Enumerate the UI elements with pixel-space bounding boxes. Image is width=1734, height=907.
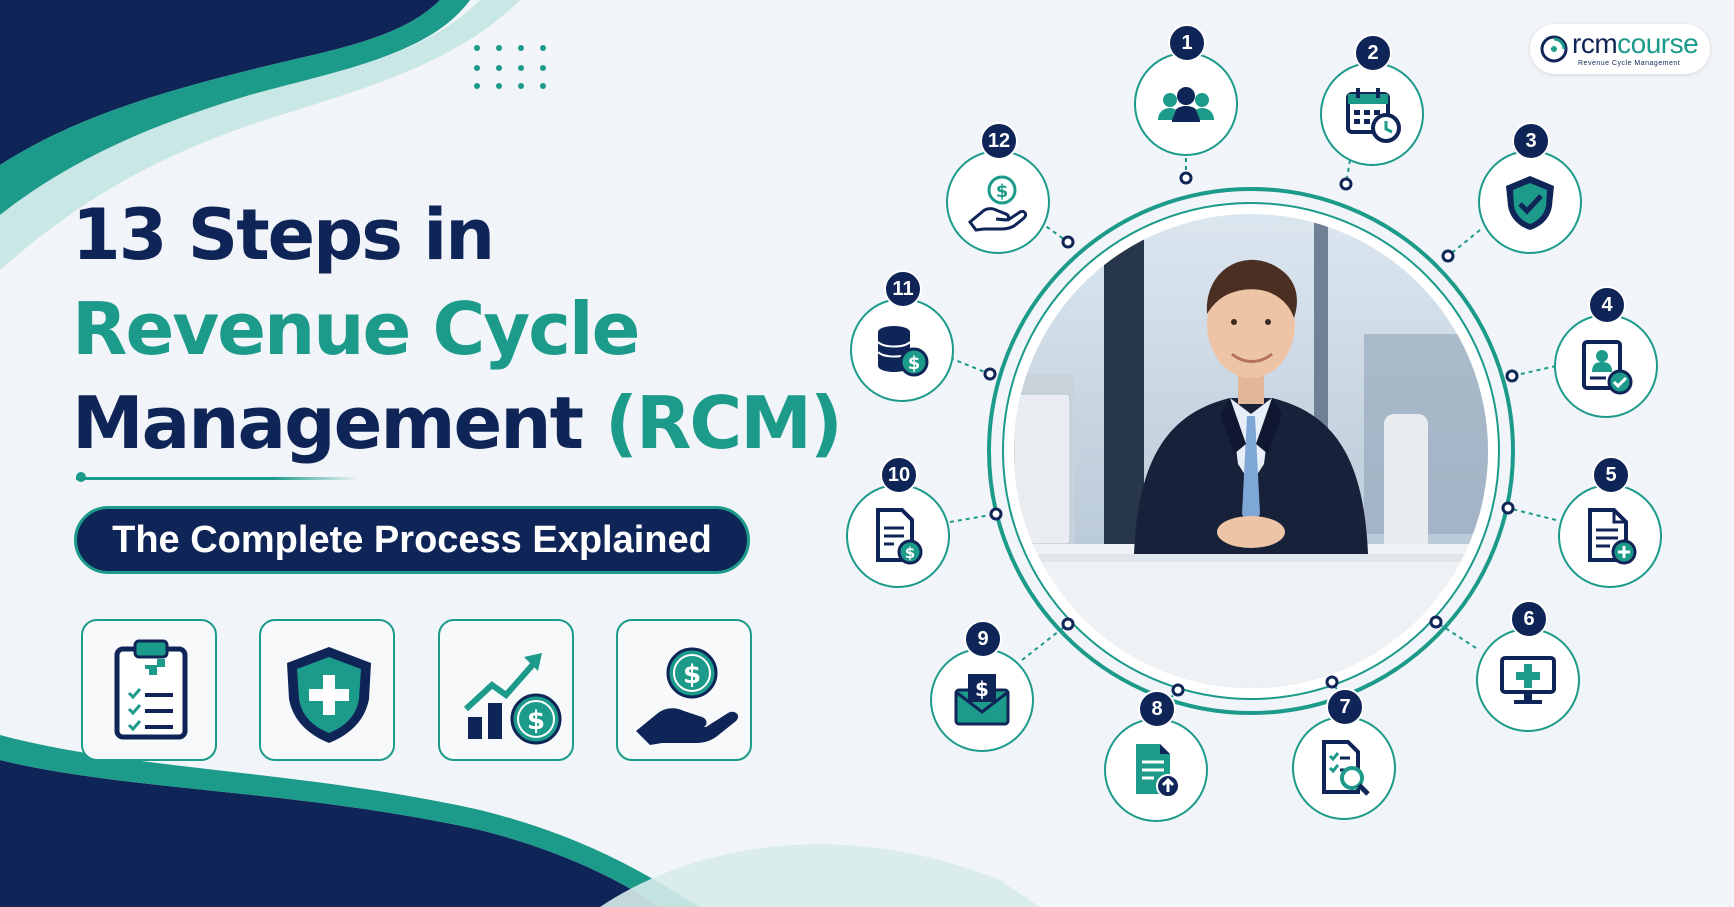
rcmcourse-logo[interactable]: rcmcourse Revenue Cycle Management [1530,24,1710,74]
title-line-3-accent: (RCM) [605,381,843,465]
document-dollar-icon: $ [876,508,923,565]
step-node-2[interactable]: 2 [1320,34,1424,166]
step-node-9[interactable]: $ 9 [930,620,1034,752]
step-node-10[interactable]: $ 10 [846,456,950,588]
title-underline-dot [76,472,86,482]
svg-text:$: $ [996,181,1009,202]
growth-chart-dollar-icon: $ [463,653,562,745]
svg-text:$: $ [975,677,989,701]
people-group-icon [1158,87,1214,122]
step-badge-9: 9 [964,620,1002,658]
calendar-clock-icon [1346,88,1401,143]
logo-mark-icon [1540,35,1568,63]
shield-plus-icon [287,647,371,743]
title-underline [76,477,358,480]
step-badge-10: 10 [880,456,918,494]
title-line-2: Revenue Cycle [72,287,640,371]
svg-text:$: $ [905,544,915,562]
feature-tile-payment: $ [616,619,752,761]
hand-coin-icon: $ [636,647,739,745]
coin-stack-dollar-icon: $ [877,326,929,377]
hand-dollar-icon: $ [968,175,1028,232]
businessman-photo [1014,214,1488,688]
step-badge-6: 6 [1510,600,1548,638]
svg-text:$: $ [683,660,701,690]
feature-tile-clipboard [81,619,217,761]
shield-check-icon [1506,176,1554,230]
monitor-medical-icon [1500,656,1556,704]
svg-text:$: $ [908,353,921,374]
step-badge-8: 8 [1138,690,1176,728]
step-badge-4: 4 [1588,286,1626,324]
step-node-6[interactable]: 6 [1476,600,1580,732]
logo-wordmark-part1: rcm [1572,28,1618,59]
step-badge-7: 7 [1326,688,1364,726]
id-card-check-icon [1582,340,1633,395]
step-badge-3: 3 [1512,122,1550,160]
page-title: 13 Steps in Revenue Cycle Management (RC… [72,188,843,470]
envelope-dollar-icon: $ [954,674,1010,726]
step-node-12[interactable]: $ 12 [946,122,1050,254]
step-node-5[interactable]: 5 [1558,456,1662,588]
step-badge-12: 12 [980,122,1018,160]
svg-text:$: $ [527,706,545,736]
clipboard-checklist-icon [114,639,188,740]
step-node-3[interactable]: 3 [1478,122,1582,254]
feature-tile-growth: $ [438,619,574,761]
document-plus-icon [1588,508,1637,565]
step-node-4[interactable]: 4 [1554,286,1658,418]
document-upload-icon [1136,744,1180,798]
step-badge-1: 1 [1168,24,1206,62]
step-node-7[interactable]: 7 [1292,688,1396,820]
step-node-1[interactable]: 1 [1134,24,1238,156]
logo-wordmark-part2: course [1617,28,1699,59]
step-node-8[interactable]: 8 [1104,690,1208,822]
step-badge-2: 2 [1354,34,1392,72]
step-node-11[interactable]: $ 11 [850,270,954,402]
logo-tagline: Revenue Cycle Management [1578,60,1681,67]
subtitle-pill: The Complete Process Explained [74,506,750,574]
title-line-3-main: Management [72,381,606,465]
feature-tile-shield [259,619,395,761]
step-badge-5: 5 [1592,456,1630,494]
step-badge-11: 11 [884,270,922,308]
document-search-icon [1322,740,1370,796]
logo-wordmark: rcmcourse [1572,28,1699,60]
title-line-1: 13 Steps in [72,194,495,276]
title-line-3: Management (RCM) [72,376,843,470]
